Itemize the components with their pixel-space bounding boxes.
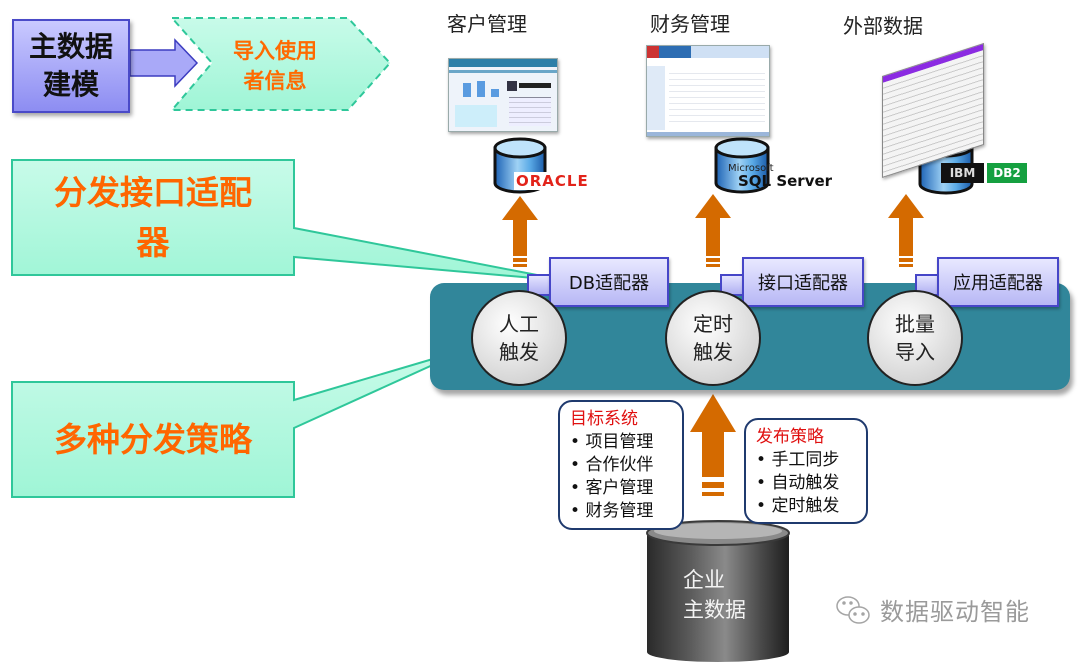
- import-users-label: 导入使用 者信息: [205, 36, 345, 96]
- trigger-scheduled-line2: 触发: [693, 340, 733, 364]
- ibm-logo: IBM: [941, 163, 984, 183]
- trigger-manual-line1: 人工: [499, 312, 539, 336]
- upward-arrow-sqlserver: [695, 194, 731, 267]
- interface-adapter: 接口适配器: [742, 257, 864, 307]
- system-title-customer: 客户管理: [447, 12, 527, 36]
- trigger-scheduled-line1: 定时: [693, 312, 733, 336]
- target-system-item: 客户管理: [570, 477, 672, 500]
- publish-strategy-item: 自动触发: [756, 472, 856, 495]
- master-data-modeling-line2: 建模: [42, 68, 99, 101]
- upward-arrow-db2: [888, 194, 924, 267]
- sqlserver-logo: SQL Server: [738, 172, 833, 190]
- upward-arrow-enterprise: [690, 394, 736, 496]
- callout-strategy-shape: [11, 347, 471, 498]
- trigger-batch-import: 批量 导入: [867, 290, 963, 386]
- enterprise-database-icon: [646, 520, 790, 662]
- external-data-table-screenshot: [882, 38, 992, 179]
- trigger-manual: 人工 触发: [471, 290, 567, 386]
- target-system-item: 合作伙伴: [570, 454, 672, 477]
- finance-app-screenshot: [646, 45, 770, 137]
- publish-strategy-item: 定时触发: [756, 495, 856, 518]
- application-adapter: 应用适配器: [937, 257, 1059, 307]
- import-users-line1: 导入使用: [233, 39, 317, 63]
- import-users-line2: 者信息: [243, 69, 307, 93]
- system-title-external: 外部数据: [843, 14, 923, 38]
- oracle-logo: ORACLE: [514, 172, 591, 190]
- target-system-item: 财务管理: [570, 500, 672, 523]
- callout-adapter-line2: 器: [136, 222, 170, 262]
- wechat-icon: [836, 596, 870, 624]
- import-users-chevron: [169, 17, 392, 111]
- trigger-batch-line2: 导入: [895, 340, 935, 364]
- trigger-batch-line1: 批量: [895, 312, 935, 336]
- watermark-text: 数据驱动智能: [880, 598, 1030, 626]
- sqlserver-logo-prefix: Microsoft: [728, 163, 774, 174]
- callout-strategy: 多种分发策略: [12, 382, 294, 497]
- target-systems-panel: 目标系统 项目管理 合作伙伴 客户管理 财务管理: [558, 400, 684, 530]
- master-data-modeling-box: 主数据 建模: [12, 19, 130, 113]
- publish-strategy-panel: 发布策略 手工同步 自动触发 定时触发: [744, 418, 868, 524]
- sqlserver-database-icon: [714, 137, 770, 194]
- enterprise-db-line2: 主数据: [683, 598, 746, 622]
- target-systems-title: 目标系统: [570, 409, 638, 429]
- callout-adapter: 分发接口适配 器: [12, 160, 294, 275]
- master-data-modeling-line1: 主数据: [28, 30, 113, 63]
- trigger-manual-line2: 触发: [499, 340, 539, 364]
- db2-logo: DB2: [987, 163, 1027, 183]
- system-title-finance: 财务管理: [650, 12, 730, 36]
- callout-adapter-line1: 分发接口适配: [54, 172, 252, 212]
- customer-app-screenshot: [448, 58, 558, 132]
- publish-strategy-title: 发布策略: [756, 427, 824, 447]
- enterprise-db-line1: 企业: [683, 568, 725, 592]
- trigger-scheduled: 定时 触发: [665, 290, 761, 386]
- modeling-arrow: [129, 38, 199, 88]
- db-adapter: DB适配器: [549, 257, 669, 307]
- upward-arrow-oracle: [502, 196, 538, 267]
- enterprise-master-data-label: 企业 主数据: [683, 565, 746, 625]
- callout-adapter-shape: [11, 159, 569, 282]
- target-system-item: 项目管理: [570, 431, 672, 454]
- publish-strategy-item: 手工同步: [756, 449, 856, 472]
- callout-strategy-label: 多种分发策略: [54, 419, 252, 459]
